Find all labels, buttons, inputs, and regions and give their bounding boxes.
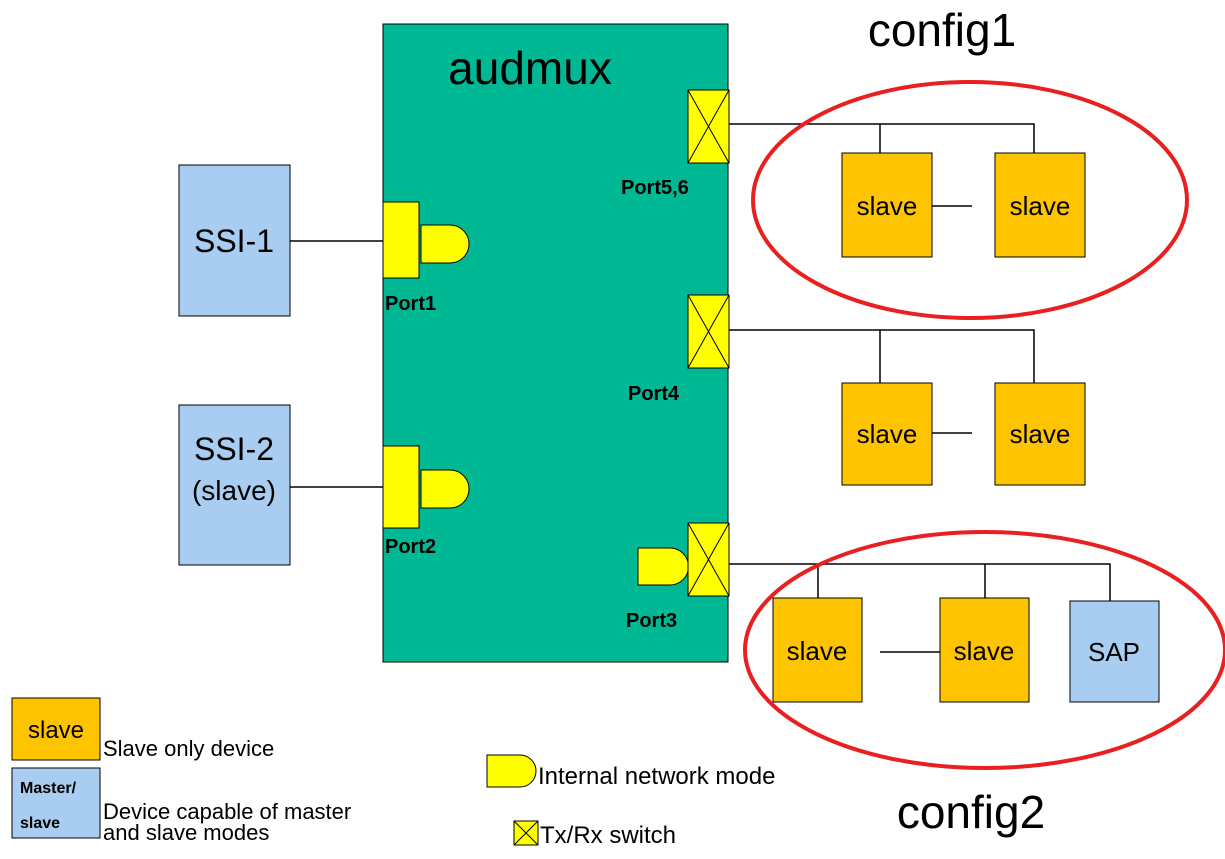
legend-master-swatch-line1: Master/ xyxy=(20,780,77,797)
config1-slave-2-label: slave xyxy=(1010,191,1071,221)
ssi2-label: SSI-2 xyxy=(194,431,274,467)
port2-network-icon xyxy=(420,469,470,509)
legend-switch-desc: Tx/Rx switch xyxy=(540,822,676,849)
legend-slave-desc: Slave only device xyxy=(103,736,274,761)
legend-master-swatch-line2: slave xyxy=(20,815,60,832)
ssi1-block xyxy=(178,164,291,317)
config2-slave-1-label: slave xyxy=(787,636,848,666)
legend-master-swatch xyxy=(11,767,101,839)
legend-master-desc-line1: Device capable of master xyxy=(103,799,351,824)
config2-slave-1 xyxy=(772,597,863,703)
config2-sap xyxy=(1069,600,1160,703)
port2-block xyxy=(382,445,420,529)
audmux-title: audmux xyxy=(448,42,612,94)
config1-label: config1 xyxy=(868,4,1016,56)
port3-switch-icon xyxy=(687,522,730,597)
config1-ellipse xyxy=(751,80,1189,320)
legend: slave Slave only device Master/ slave De… xyxy=(11,697,775,849)
config2-sap-label: SAP xyxy=(1088,637,1140,667)
port1-block xyxy=(382,201,420,279)
config2-slave-2-label: slave xyxy=(954,636,1015,666)
port1-network-icon xyxy=(420,224,470,264)
port4-slave-2-label: slave xyxy=(1010,419,1071,449)
config1-slave-2 xyxy=(994,152,1086,258)
legend-switch-icon xyxy=(513,820,539,846)
ssi2-sublabel: (slave) xyxy=(192,475,276,506)
config1-slave-1-label: slave xyxy=(857,191,918,221)
port56-bus-line xyxy=(729,123,1035,153)
config2-slave-2 xyxy=(939,597,1030,703)
ssi2-block xyxy=(178,404,291,566)
port3-label: Port3 xyxy=(626,610,677,632)
legend-slave-swatch-label: slave xyxy=(28,717,84,744)
port4-slave-2 xyxy=(994,382,1086,486)
legend-master-desc-line2: and slave modes xyxy=(103,820,269,845)
port2-label: Port2 xyxy=(385,536,436,558)
config2-label: config2 xyxy=(897,786,1045,838)
port3-network-icon xyxy=(637,547,689,586)
legend-network-icon xyxy=(486,754,537,788)
port56-label: Port5,6 xyxy=(621,177,689,199)
ssi1-label: SSI-1 xyxy=(194,223,274,259)
port4-label: Port4 xyxy=(628,383,680,405)
port4-slave-1 xyxy=(841,382,933,486)
port4-bus-line xyxy=(729,329,1035,383)
port1-label: Port1 xyxy=(385,293,436,315)
port56-switch-icon xyxy=(687,89,730,164)
config2-ellipse xyxy=(743,530,1225,770)
port4-slave-1-label: slave xyxy=(857,419,918,449)
config1-slave-1 xyxy=(841,152,933,258)
port4-switch-icon xyxy=(687,294,730,369)
port3-bus-line xyxy=(729,563,1111,601)
legend-network-desc: Internal network mode xyxy=(538,763,775,790)
connector-lines xyxy=(290,123,1111,653)
legend-slave-swatch xyxy=(11,697,101,761)
